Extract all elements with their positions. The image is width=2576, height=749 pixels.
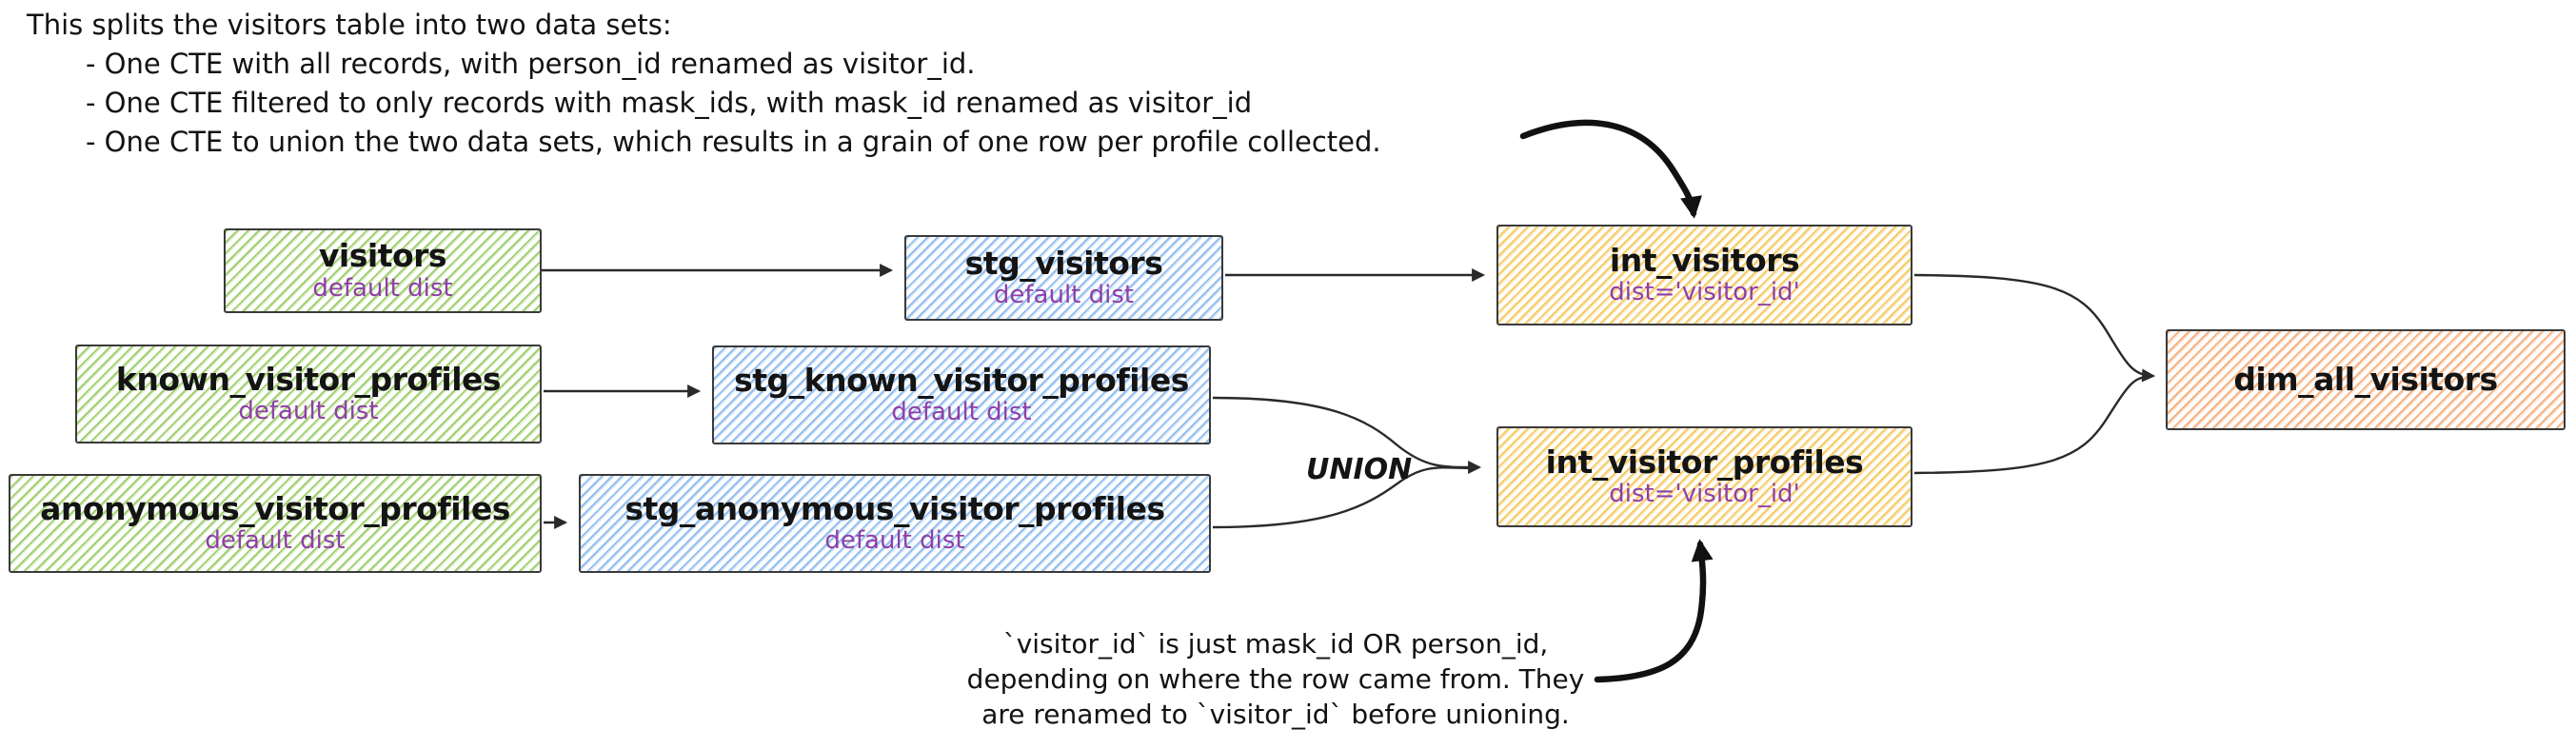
node-dim-all-visitors-label: dim_all_visitors [2233, 360, 2498, 398]
top-note-bullet-2: - One CTE filtered to only records with … [86, 87, 1253, 119]
bottom-note-line-3: are renamed to `visitor_id` before union… [981, 699, 1570, 730]
node-visitors-dist: default dist [312, 273, 453, 303]
node-anonymous-visitor-profiles-dist: default dist [205, 526, 346, 556]
bottom-note: `visitor_id` is just mask_id OR person_i… [942, 626, 1609, 732]
node-visitors-label: visitors [318, 237, 447, 275]
node-known-visitor-profiles-label: known_visitor_profiles [115, 360, 502, 398]
top-note-bullet-3: - One CTE to union the two data sets, wh… [86, 126, 1381, 158]
bottom-note-line-1: `visitor_id` is just mask_id OR person_i… [1002, 628, 1549, 660]
node-stg-known-visitor-profiles-label: stg_known_visitor_profiles [734, 361, 1189, 399]
node-visitors: visitors default dist [224, 228, 542, 313]
node-anonymous-visitor-profiles: anonymous_visitor_profiles default dist [9, 474, 542, 573]
top-note-arrow [1519, 119, 1702, 219]
top-note-intro: This splits the visitors table into two … [27, 9, 672, 41]
edge-int-profiles-to-dim [1913, 375, 2149, 475]
top-note: This splits the visitors table into two … [27, 6, 1381, 162]
node-anonymous-visitor-profiles-label: anonymous_visitor_profiles [40, 489, 510, 527]
bottom-note-line-2: depending on where the row came from. Th… [966, 663, 1585, 695]
node-stg-anonymous-visitor-profiles-dist: default dist [824, 526, 965, 556]
node-int-visitor-profiles-label: int_visitor_profiles [1545, 443, 1864, 481]
union-label: UNION [1306, 453, 1413, 486]
edge-int-visitors-to-dim [1913, 273, 2156, 383]
node-known-visitor-profiles: known_visitor_profiles default dist [75, 345, 542, 443]
node-stg-visitors-dist: default dist [993, 281, 1135, 310]
node-stg-visitors-label: stg_visitors [964, 244, 1163, 282]
node-stg-known-visitor-profiles: stg_known_visitor_profiles default dist [712, 345, 1211, 444]
node-int-visitors-dist: dist='visitor_id' [1609, 278, 1800, 307]
node-int-visitor-profiles: int_visitor_profiles dist='visitor_id' [1496, 426, 1912, 527]
top-note-bullet-1: - One CTE with all records, with person_… [86, 48, 976, 80]
node-known-visitor-profiles-dist: default dist [238, 397, 379, 426]
node-stg-anonymous-visitor-profiles: stg_anonymous_visitor_profiles default d… [579, 474, 1211, 573]
node-int-visitor-profiles-dist: dist='visitor_id' [1609, 480, 1800, 509]
node-int-visitors-label: int_visitors [1609, 241, 1800, 279]
node-int-visitors: int_visitors dist='visitor_id' [1496, 225, 1912, 325]
bottom-note-arrow [1594, 539, 1714, 683]
node-stg-anonymous-visitor-profiles-label: stg_anonymous_visitor_profiles [624, 489, 1165, 527]
node-dim-all-visitors: dim_all_visitors [2166, 329, 2566, 430]
node-stg-known-visitor-profiles-dist: default dist [891, 398, 1032, 427]
node-stg-visitors: stg_visitors default dist [904, 235, 1223, 321]
